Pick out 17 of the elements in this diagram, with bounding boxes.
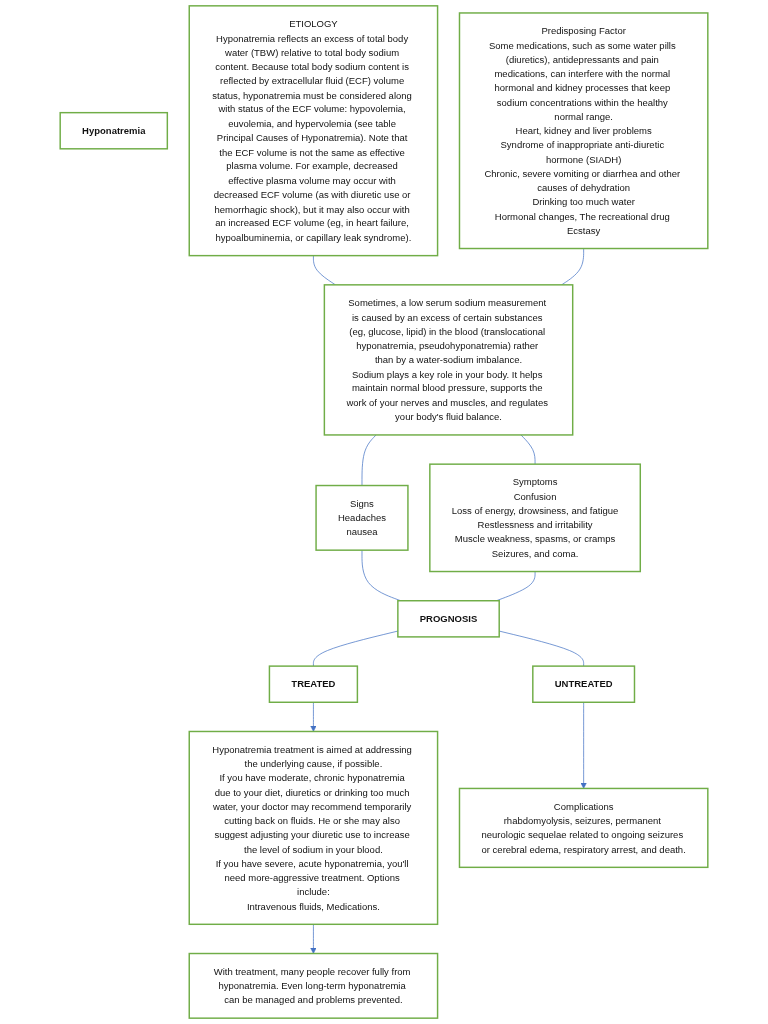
node-box: ETIOLOGY Hyponatremia reflects an excess of total body water (TBW) relative to total body sodium content. Because total body sodium content is reflected by extracellular fluid (ECF) volume status, hyponatremia must be considered along with status of the ECF volume: hypovolemia, euvolemia, and hypervolemia (see table Principal Causes of Hyponatremia). Note that the ECF volume is not the same as effective plasma volume. For example, decreased effective plasma volume may occur with decreased ECF volume (as with diuretic use or hemorrhagic shock), but it may also occur with an increased ECF volume (eg, in heart failure, hypoalbuminemia, or capillary leak syndrome). <box>188 5 439 257</box>
node-box: Hyponatremia <box>59 111 169 150</box>
node-box: Complications rhabdomyolysis, seizures, permanent neurologic sequelae related to ongoing seizures or cerebral edema, respiratory arrest, and death. <box>458 787 709 869</box>
connector <box>520 434 536 465</box>
node-box: Hyponatremia treatment is aimed at addressing the underlying cause, if possible. If you have moderate, chronic hyponatremia due to your diet, diuretics or drinking too much water, your doctor may recommend temporarily cutting back on fluids. He or she may also suggest adjusting your diuretic use to increase the level of sodium in your blood. If you have severe, acute hyponatremia, you'll need more-aggressive treatment. Options include: Intravenous fluids, Medications. <box>188 730 439 926</box>
node-box: Predisposing Factor Some medications, such as some water pills (diuretics), antidepressants and pain medications, can interfere with the normal hormonal and kidney processes that keep sodium concentrations within the healthy normal range. Heart, kidney and liver problems Syndrome of inappropriate anti-diuretic hormone (SIADH) Chronic, severe vomiting or diarrhea and other causes of dehydration Drinking too much water Hormonal changes, The recreational drug Ecstasy <box>458 12 709 250</box>
connector <box>361 434 377 486</box>
node-box: Symptoms Confusion Loss of energy, drowsiness, and fatigue Restlessness and irritability Muscle weakness, spasms, or cramps Seizures, and coma. <box>429 463 641 573</box>
node-box: Sometimes, a low serum sodium measurement is caused by an excess of certain substances (eg, glucose, lipid) in the blood (translocational hyponatremia, pseudohyponatremia) rather than by a water-sodium imbalance. Sodium plays a key role in your body. It helps maintain normal blood pressure, supports the work of your nerves and muscles, and regulates your body's fluid balance. <box>323 284 574 436</box>
connector <box>313 255 336 286</box>
node-box: With treatment, many people recover fully from hyponatremia. Even long-term hyponatremia can be managed and problems prevented. <box>188 952 439 1019</box>
node-box: TREATED <box>268 665 359 703</box>
node-box: PROGNOSIS <box>397 600 500 638</box>
connector <box>496 571 536 602</box>
node-box: Signs Headaches nausea <box>315 484 409 551</box>
connector <box>561 248 584 286</box>
node-box: UNTREATED <box>532 665 636 703</box>
